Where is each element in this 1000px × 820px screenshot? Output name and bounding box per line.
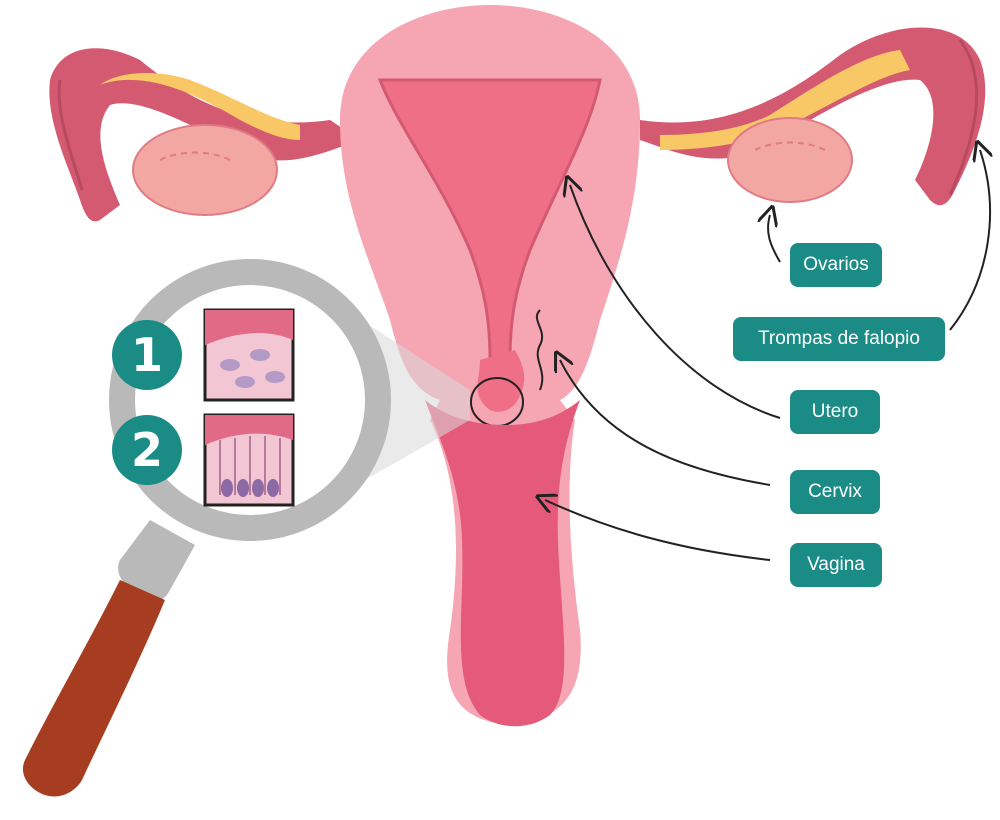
label-ovarios: Ovarios: [790, 243, 882, 287]
zoom-badge-2: 2: [112, 415, 182, 485]
arrow-cervix: [560, 360, 771, 486]
label-cervix: Cervix: [790, 470, 880, 514]
cervix: [477, 350, 525, 412]
left-fallopian-tube: [49, 48, 360, 222]
arrow-utero: [570, 185, 781, 419]
magnifying-glass-icon: [22, 259, 391, 797]
right-fallopian-tube: [640, 27, 986, 206]
tissue-inset-1: [203, 308, 295, 402]
arrow-ovarios: [768, 215, 781, 263]
label-vagina: Vagina: [790, 543, 882, 587]
label-trompas: Trompas de falopio: [733, 317, 945, 361]
right-ovary: [727, 117, 853, 203]
zoom-badge-1: 1: [112, 320, 182, 390]
pointer-arrows: [545, 150, 990, 561]
arrow-vagina: [545, 500, 771, 561]
vagina-canal: [425, 400, 580, 727]
arrow-trompas: [949, 150, 990, 331]
label-utero: Utero: [790, 390, 880, 434]
left-ovary: [132, 124, 278, 216]
tissue-inset-2: [203, 413, 295, 507]
